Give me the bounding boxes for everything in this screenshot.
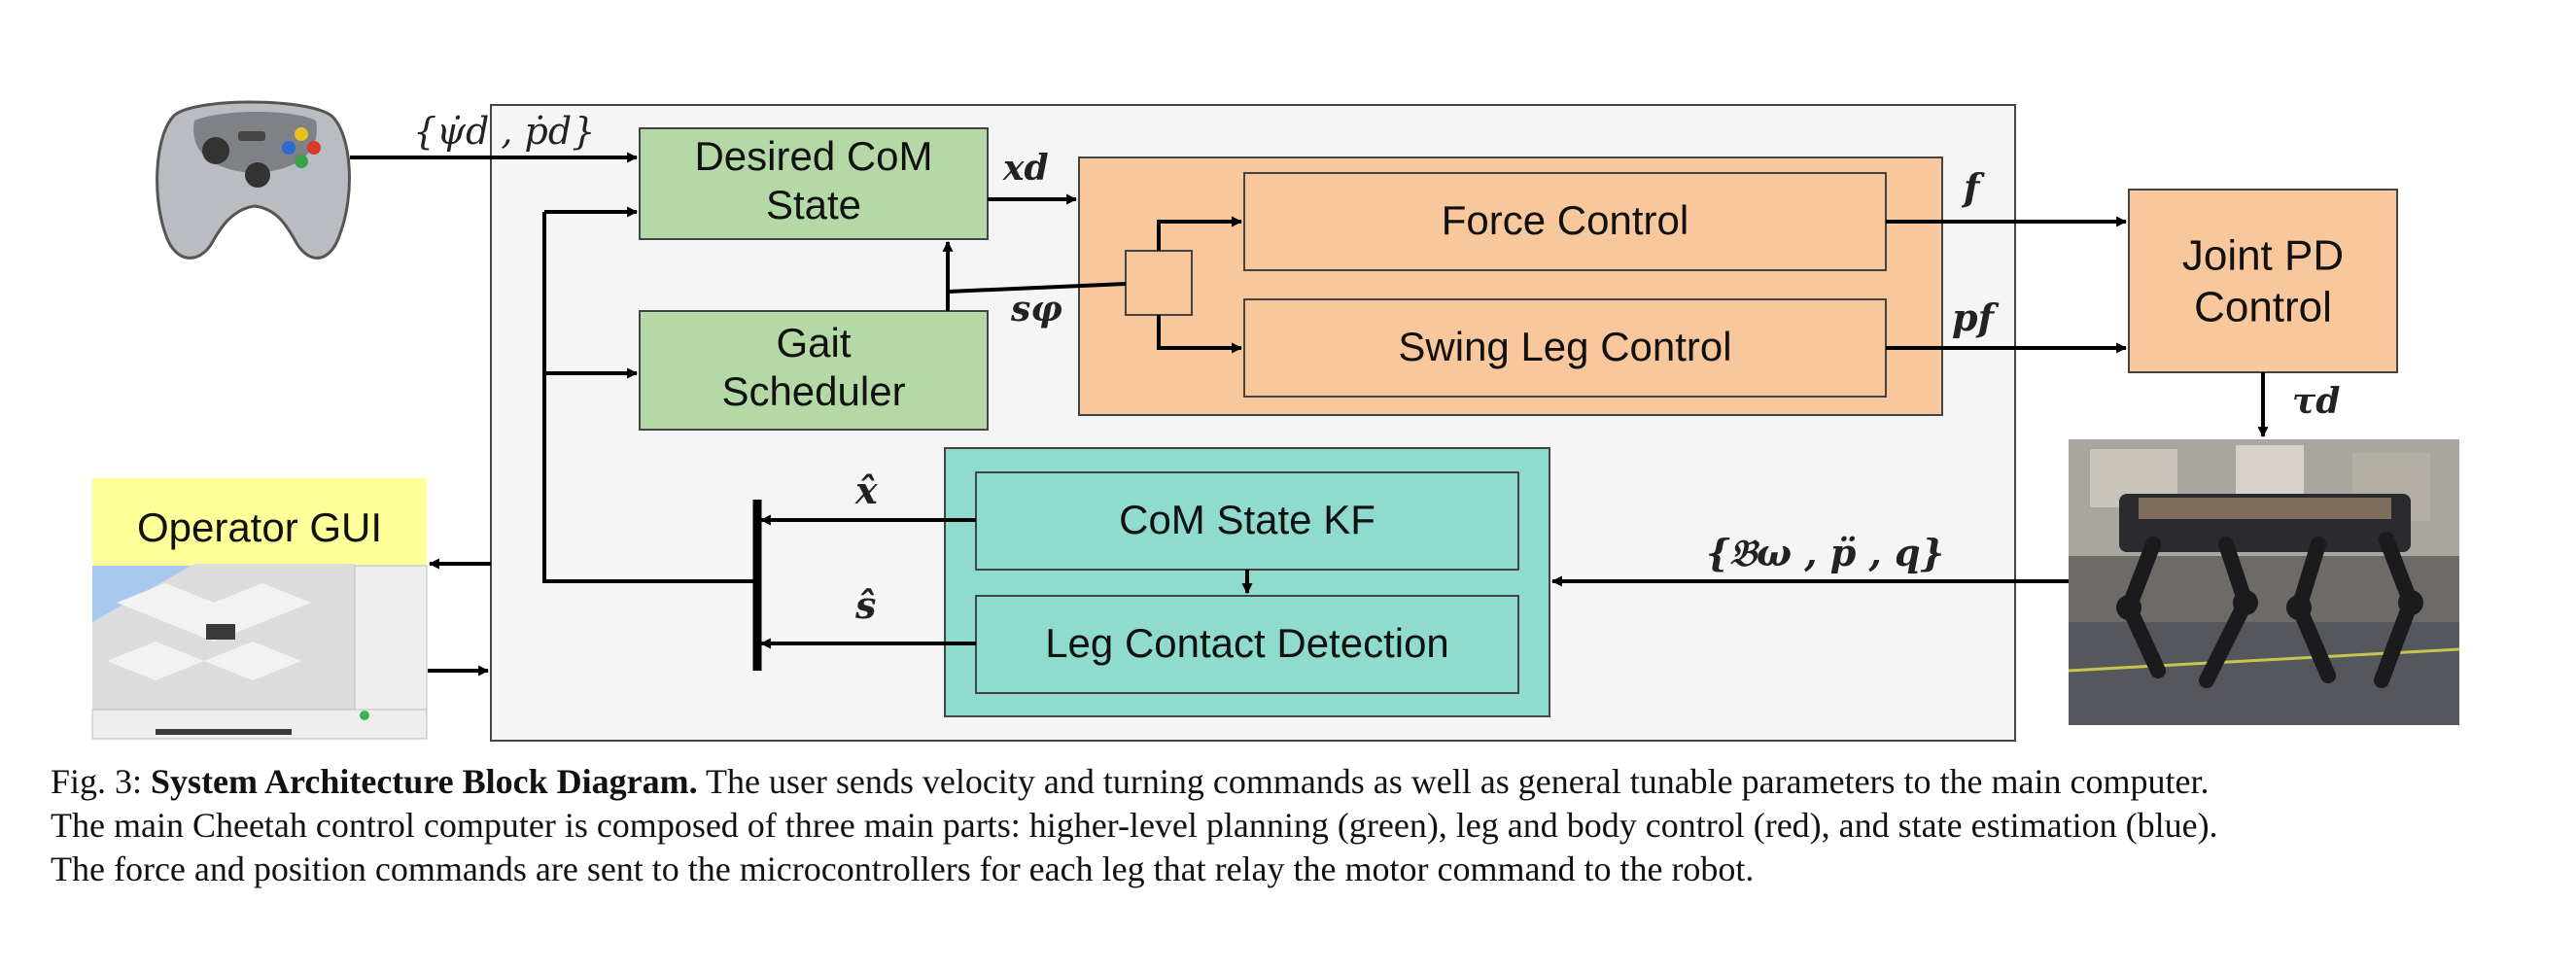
operator-gui-label: Operator GUI: [137, 504, 382, 550]
command-signal-label: {ψ̇d , ṗd}: [413, 110, 595, 153]
xhat-label: x̂: [854, 469, 879, 512]
feedback-line: [542, 212, 757, 583]
swing-leg-control-label: Swing Leg Control: [1398, 324, 1731, 369]
leg-contact-detection-block: Leg Contact Detection: [975, 595, 1519, 694]
figure-caption: Fig. 3: System Architecture Block Diagra…: [51, 760, 2527, 891]
caption-title: System Architecture Block Diagram.: [151, 762, 698, 801]
pf-label: pf: [1952, 295, 2000, 339]
switch-to-swing-arrow: [1157, 315, 1243, 354]
caption-line-2: The main Cheetah control computer is com…: [51, 806, 2218, 845]
swing-leg-control-block: Swing Leg Control: [1243, 298, 1887, 398]
gamepad-icon: [156, 100, 351, 260]
robot-photo: [2068, 439, 2460, 725]
xd-label: xd: [1002, 148, 1049, 189]
caption-line1-rest: The user sends velocity and turning comm…: [697, 762, 2210, 801]
switch-to-force-arrow: [1157, 216, 1243, 251]
sphi-line: [946, 282, 1127, 311]
operator-gui-panel: Operator GUI: [91, 478, 428, 740]
leg-contact-detection-label: Leg Contact Detection: [1045, 620, 1449, 666]
tau-label: τd: [2292, 381, 2340, 422]
caption-prefix: Fig. 3:: [51, 762, 152, 801]
caption-line-3: The force and position commands are sent…: [51, 850, 1755, 888]
com-state-kf-block: CoM State KF: [975, 471, 1519, 571]
force-control-block: Force Control: [1243, 172, 1887, 271]
sphi-label: sφ: [1010, 289, 1062, 330]
sensor-label: {𝔅ω , p̈ , q}: [1706, 531, 1944, 574]
com-state-kf-label: CoM State KF: [1119, 497, 1375, 542]
shat-label: ŝ: [854, 583, 876, 627]
force-control-label: Force Control: [1442, 197, 1688, 243]
contact-switch: [1125, 250, 1193, 316]
caption-line-1: Fig. 3: System Architecture Block Diagra…: [51, 760, 2527, 804]
